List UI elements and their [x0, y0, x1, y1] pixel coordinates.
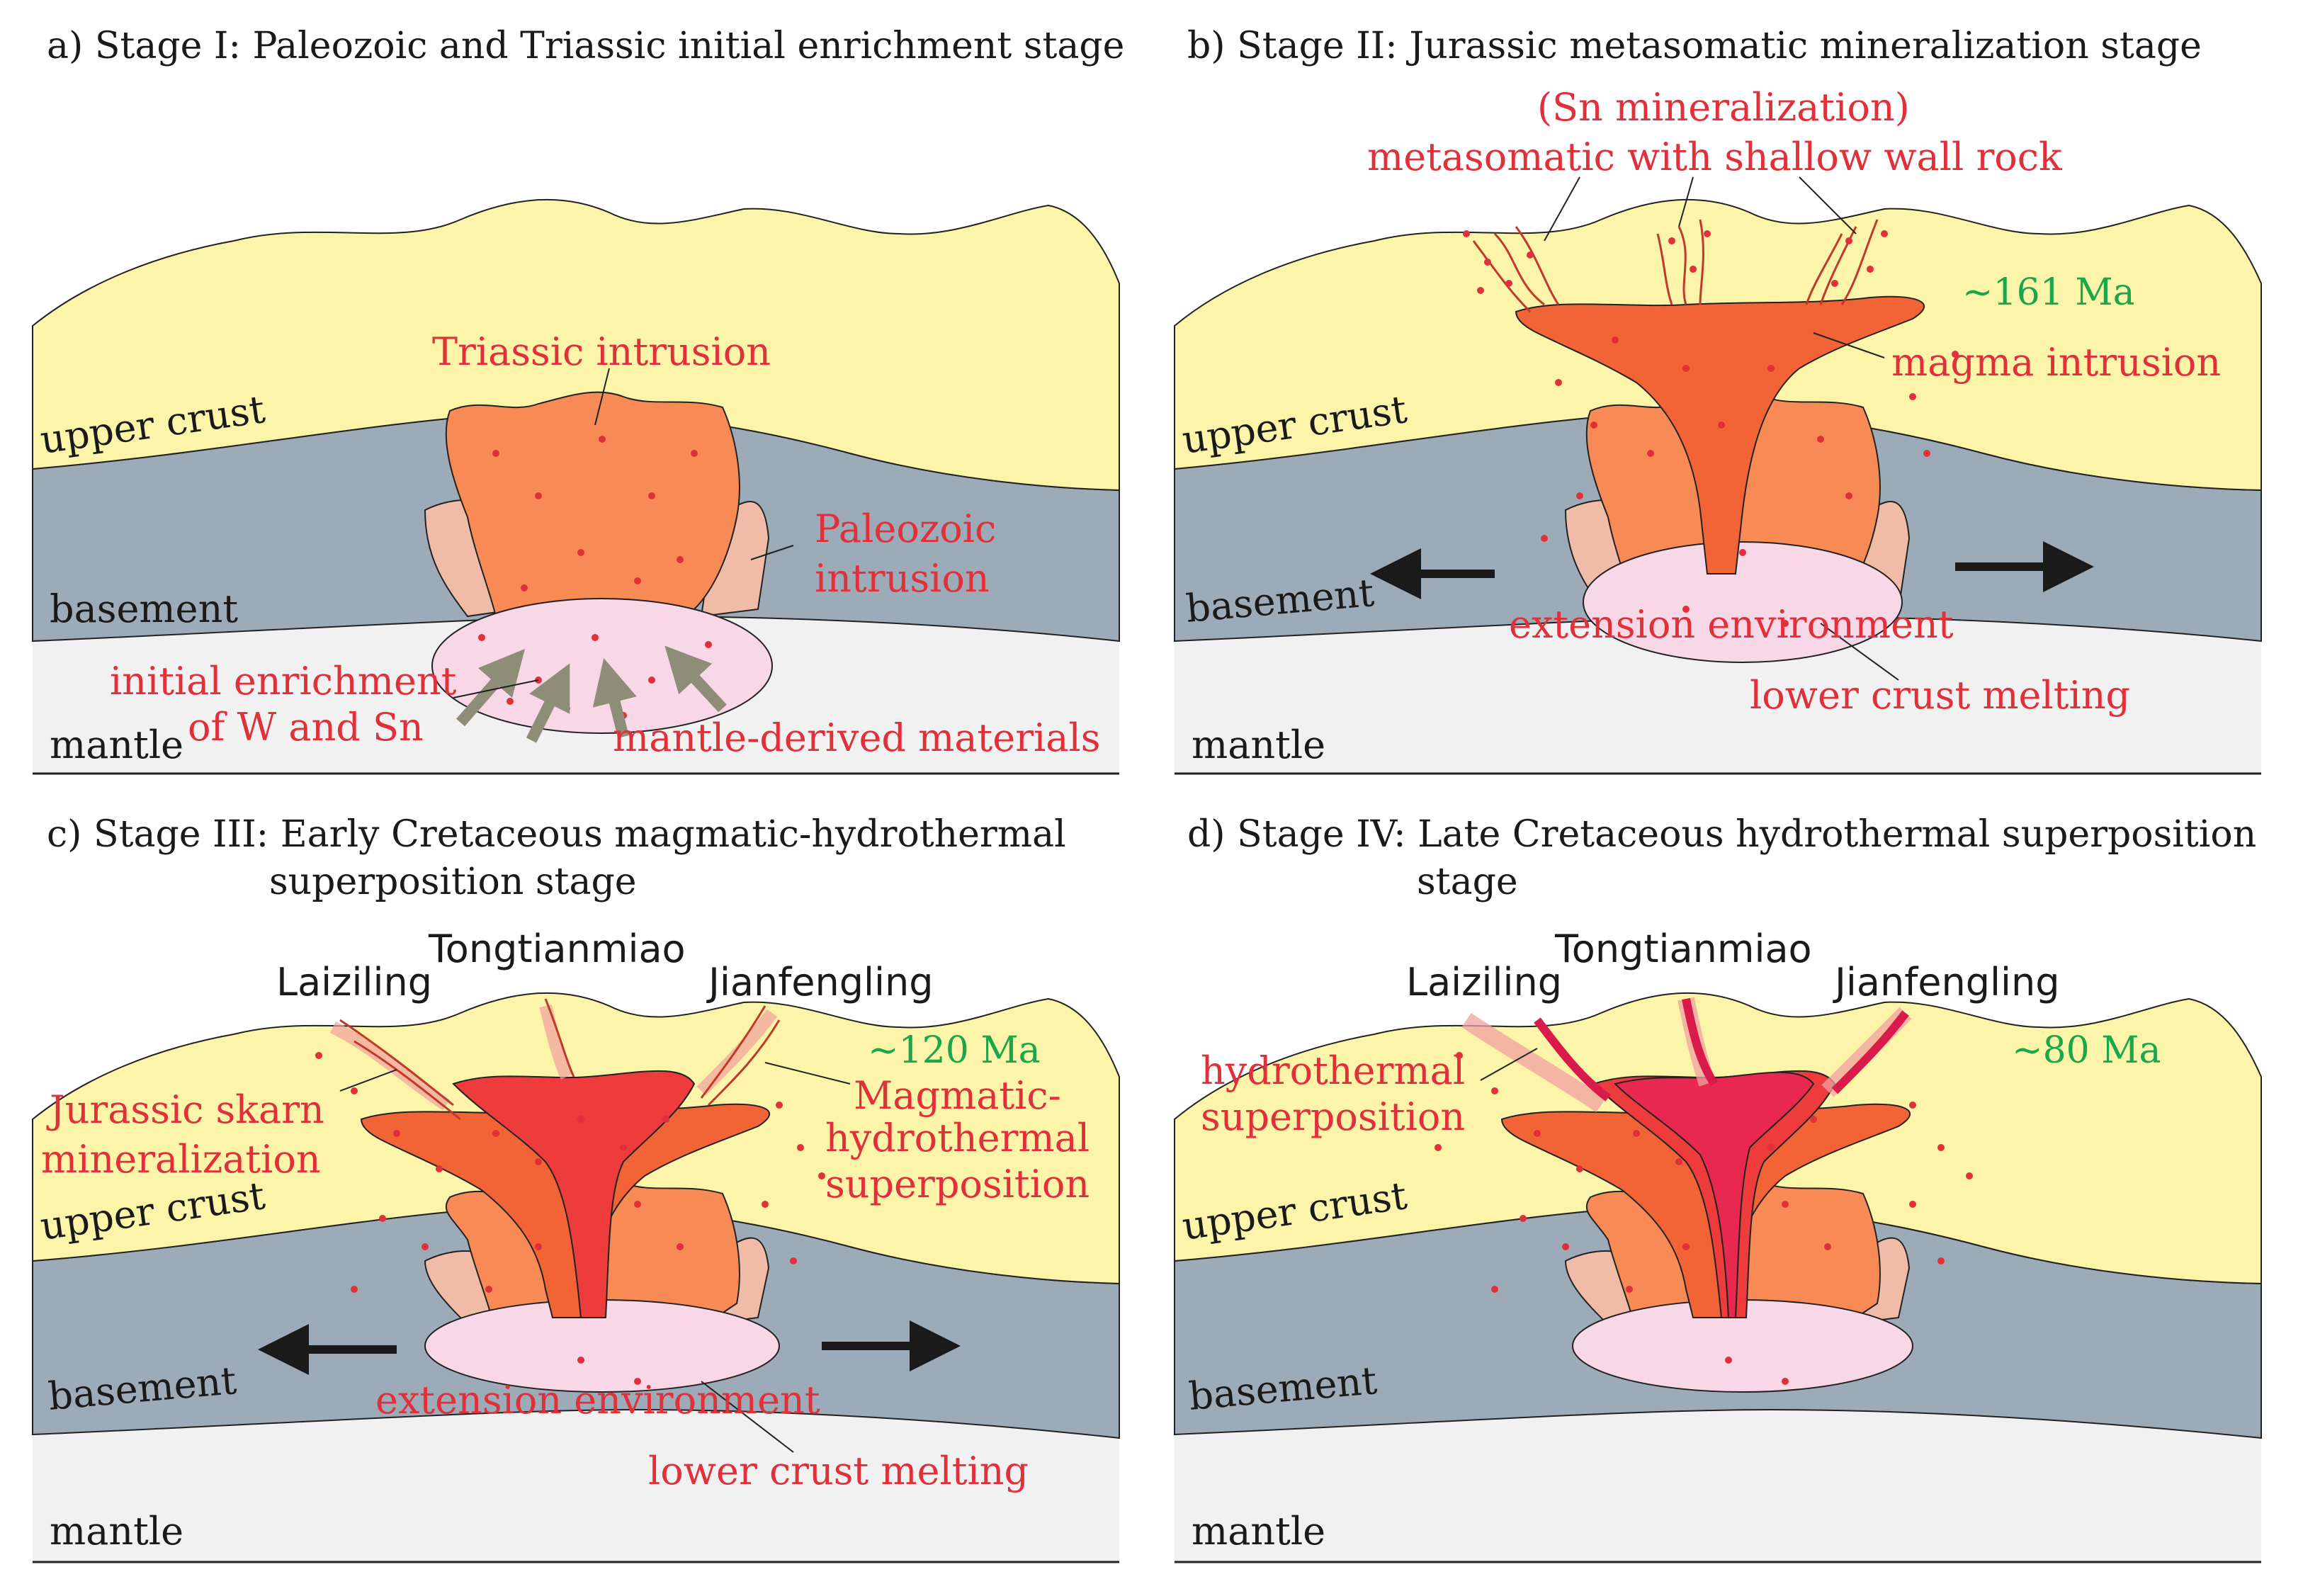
- laiziling-label: Laiziling: [276, 960, 432, 1004]
- leader-triassic: [594, 368, 610, 426]
- panel-d-title-1: d) Stage IV: Late Cretaceous hydrotherma…: [1187, 813, 2256, 856]
- lower-crust-label: lower crust melting: [1750, 673, 2130, 718]
- triassic-intrusion: [445, 391, 740, 618]
- skarn-label-2: mineralization: [41, 1137, 321, 1182]
- jianfengling-label: Jianfengling: [706, 960, 934, 1004]
- panel-a-title: a) Stage I: Paleozoic and Triassic initi…: [47, 25, 1124, 67]
- mantle-derived-label: mantle-derived materials: [613, 715, 1100, 760]
- panel-c-title-1: c) Stage III: Early Cretaceous magmatic-…: [47, 813, 1066, 856]
- mantle-layer: [33, 1403, 1119, 1562]
- lower-crust-label: lower crust melting: [648, 1449, 1029, 1493]
- mantle-derived-arrows: [455, 645, 727, 743]
- leader-mh: [764, 1062, 851, 1085]
- jianfengling-label: Jianfengling: [1833, 960, 2060, 1004]
- tongtianmiao-label: Tongtianmiao: [1554, 927, 1812, 971]
- triassic-label: Triassic intrusion: [432, 329, 771, 374]
- tongtianmiao-label: Tongtianmiao: [428, 927, 686, 971]
- leader-sn-2: [1678, 176, 1694, 227]
- mantle-label: mantle: [1192, 1509, 1325, 1553]
- laiziling-label: Laiziling: [1406, 960, 1562, 1004]
- lower-crust-melting: [431, 598, 773, 734]
- panel-b-title: b) Stage II: Jurassic metasomatic minera…: [1187, 25, 2202, 67]
- age-label: ~161 Ma: [1962, 271, 2135, 314]
- age-label: ~80 Ma: [2012, 1029, 2161, 1072]
- panel-c-title-2: superposition stage: [269, 861, 637, 903]
- extension-label: extension environment: [375, 1378, 820, 1422]
- leader-enrichment: [453, 679, 539, 698]
- leader-magma: [1813, 332, 1885, 358]
- superposition-veins: [1534, 997, 1909, 1102]
- metasomatic-veins: [1472, 219, 1879, 313]
- age-label: ~120 Ma: [868, 1029, 1041, 1072]
- panel-b-diagram: (Sn mineralization) metasomatic with sha…: [1174, 85, 2262, 775]
- hs-label-2: superposition: [1201, 1094, 1465, 1139]
- enrichment-label-2: of W and Sn: [188, 705, 424, 749]
- jurassic-magma-intrusion: [1515, 295, 1925, 575]
- paleozoic-label-1: Paleozoic: [815, 506, 996, 551]
- paleozoic-label-2: intrusion: [815, 556, 990, 601]
- mantle-label: mantle: [1192, 723, 1325, 767]
- leader-paleozoic: [750, 545, 794, 560]
- extension-label: extension environment: [1509, 602, 1954, 647]
- panel-d-diagram: Tongtianmiao Laiziling Jianfengling ~80 …: [1174, 927, 2262, 1563]
- panel-a-diagram: upper crust basement mantle Triassic int…: [32, 198, 1120, 775]
- mantle-label: mantle: [50, 1509, 183, 1553]
- leader-skarn: [339, 1069, 397, 1092]
- panel-d-title-2: stage: [1417, 861, 1518, 903]
- magma-label: magma intrusion: [1891, 340, 2221, 385]
- panel-c: c) Stage III: Early Cretaceous magmatic-…: [32, 813, 1120, 1563]
- panel-d: d) Stage IV: Late Cretaceous hydrotherma…: [1174, 813, 2262, 1563]
- enrichment-label-1: initial enrichment: [110, 659, 457, 703]
- late-cretaceous-intrusion: [1614, 1071, 1815, 1318]
- mineralization-dots: [315, 1052, 825, 1385]
- hs-label-1: hydrothermal: [1201, 1048, 1465, 1093]
- mineralization-dots: [1435, 1052, 1973, 1385]
- leader-sn-3: [1799, 176, 1857, 234]
- sn-label-2: metasomatic with shallow wall rock: [1367, 135, 2063, 179]
- mh-label-1: Magmatic-: [854, 1073, 1061, 1118]
- veins: [339, 998, 781, 1121]
- mantle-label: mantle: [50, 723, 183, 767]
- basement-label: basement: [50, 587, 238, 631]
- sn-label-1: (Sn mineralization): [1537, 85, 1910, 130]
- early-cretaceous-intrusion: [452, 1070, 696, 1318]
- leader-lower-crust: [1820, 623, 1899, 681]
- skarn-label-1: Jurassic skarn: [46, 1087, 324, 1132]
- lower-crust-melting: [1583, 541, 1903, 663]
- leader-hydrothermal: [1480, 1048, 1538, 1081]
- mantle-layer: [1175, 1403, 2261, 1562]
- panel-a: a) Stage I: Paleozoic and Triassic initi…: [32, 25, 1124, 775]
- mineralization-dots: [1463, 230, 1959, 627]
- mh-label-3: superposition: [825, 1162, 1090, 1206]
- panel-c-diagram: Tongtianmiao Laiziling Jianfengling ~120…: [32, 927, 1120, 1563]
- leader-sn-1: [1544, 176, 1580, 242]
- mh-label-2: hydrothermal: [825, 1116, 1090, 1160]
- leader-lower-crust: [701, 1381, 794, 1453]
- panel-b: b) Stage II: Jurassic metasomatic minera…: [1174, 25, 2262, 775]
